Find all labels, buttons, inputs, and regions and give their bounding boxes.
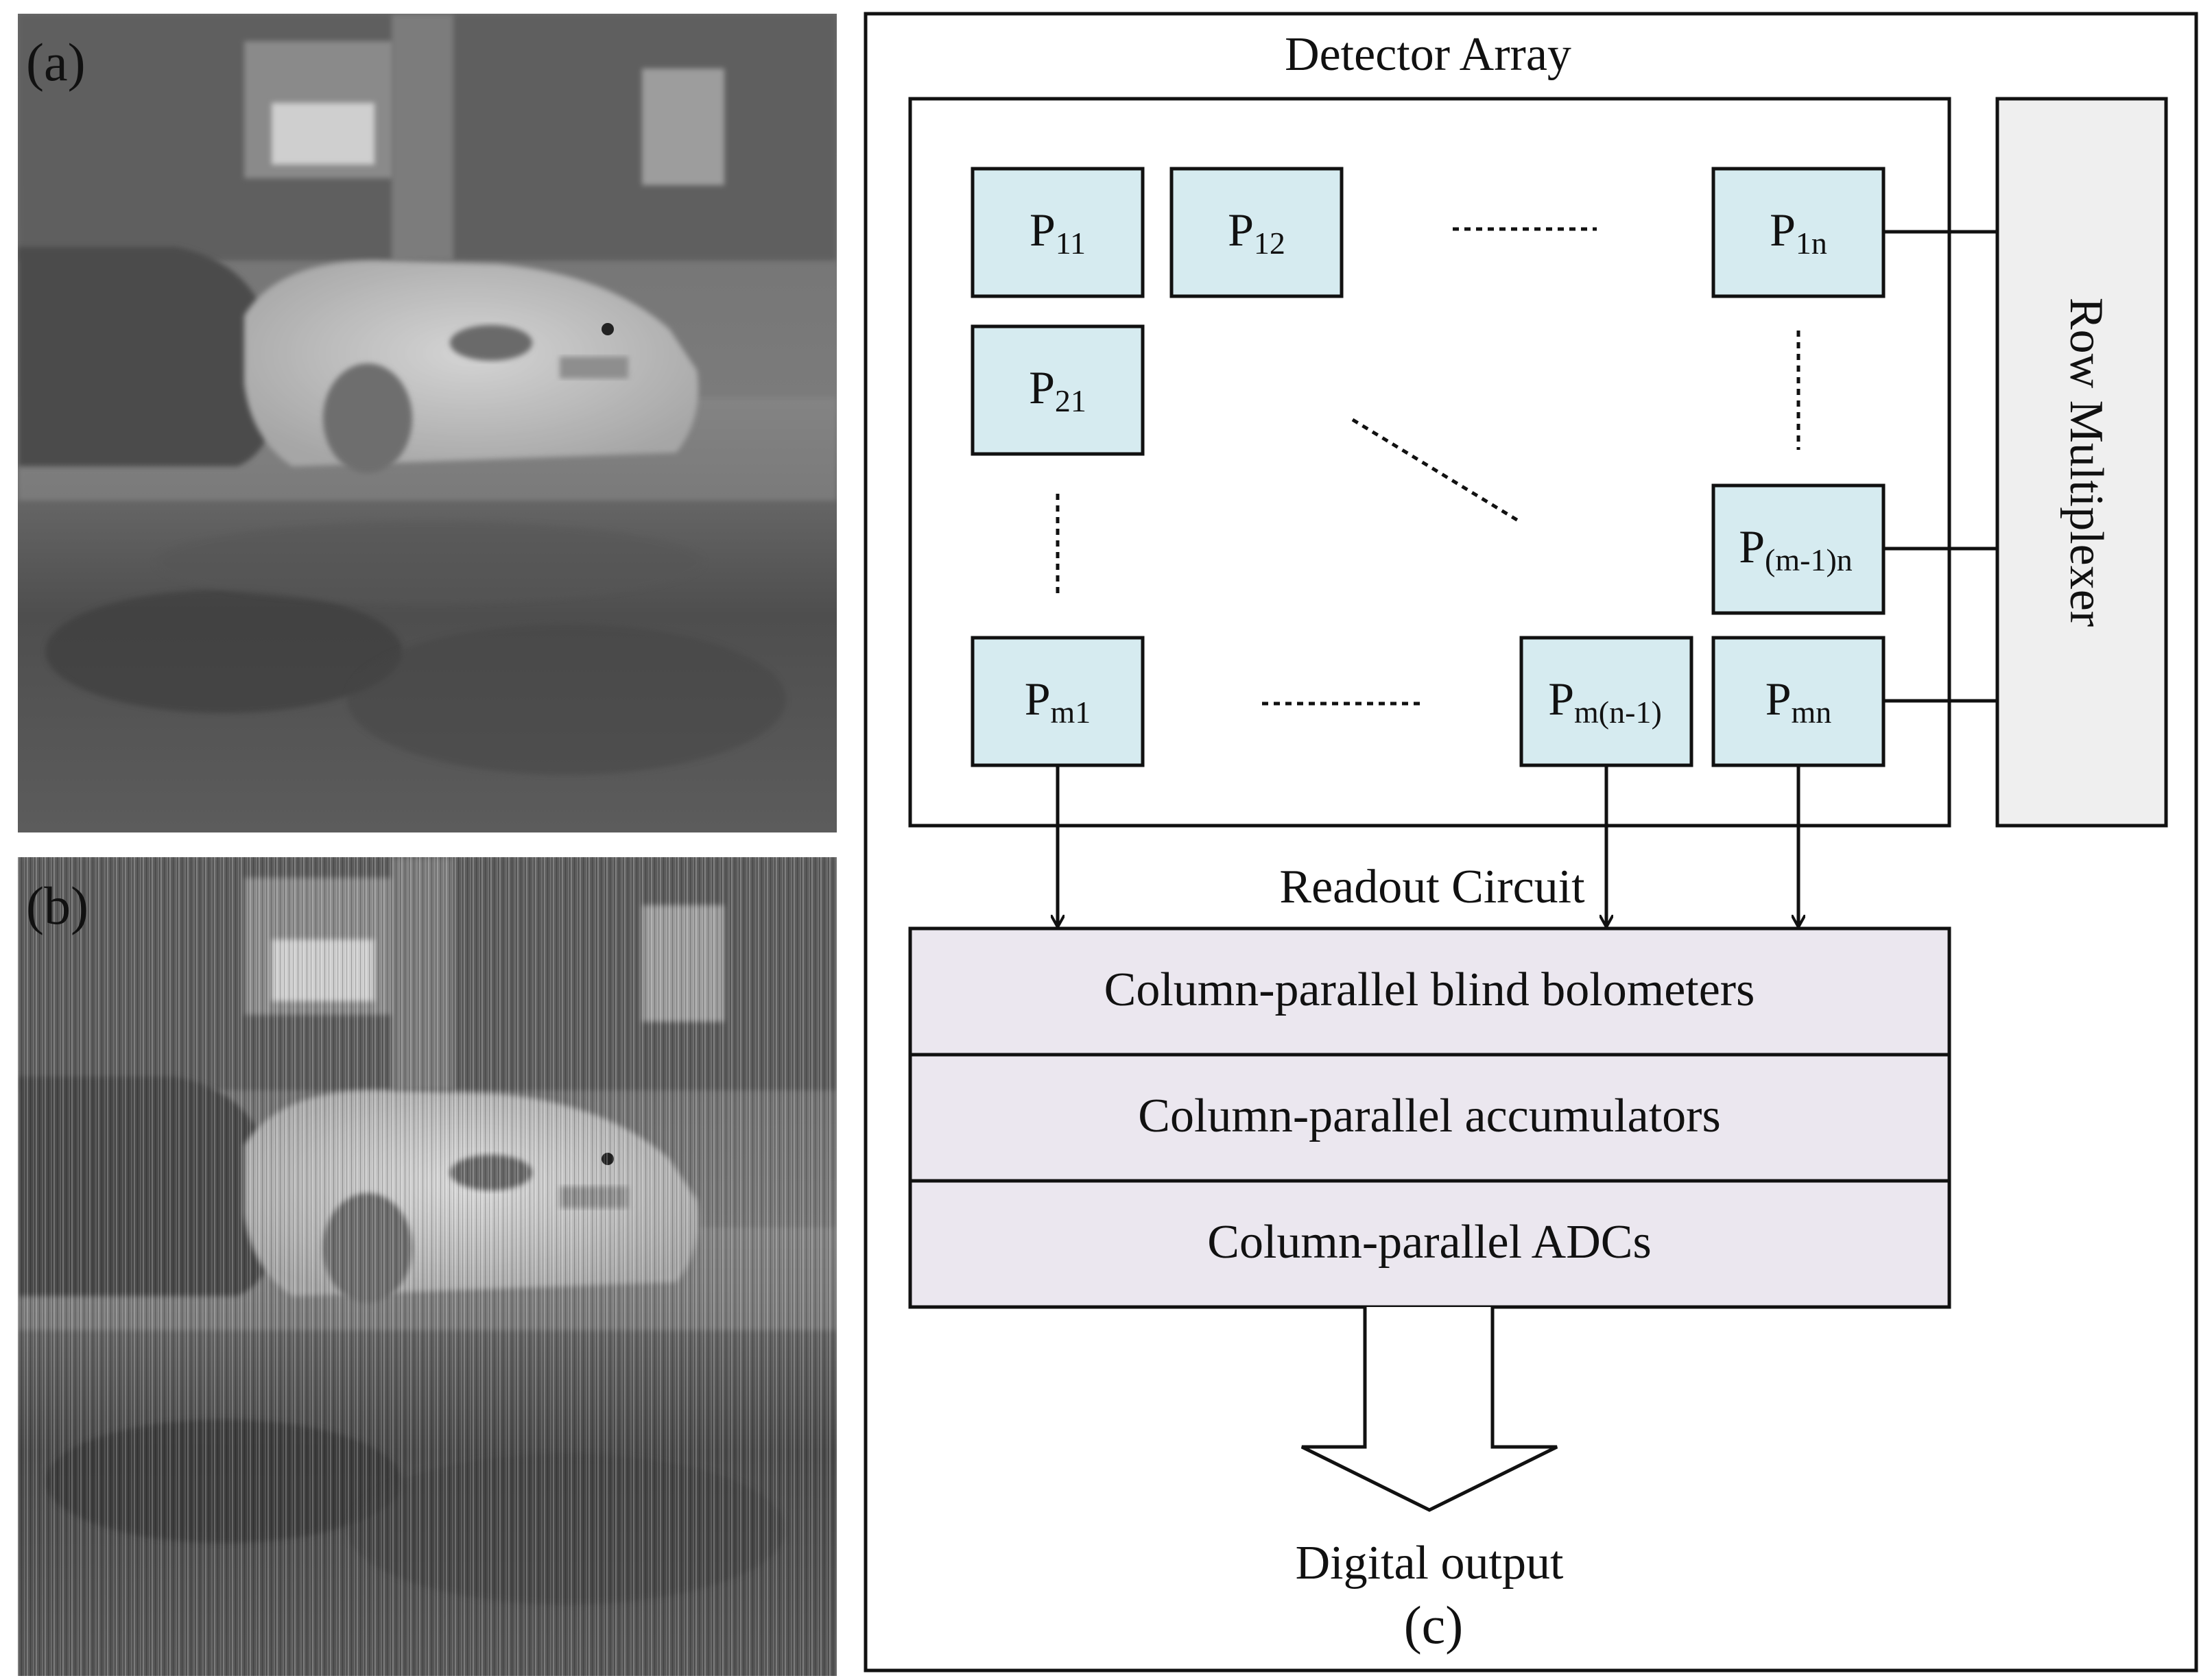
svg-text:Pmn: Pmn [1765, 673, 1832, 730]
detector-array-box [908, 97, 1951, 828]
readout-circuit-title: Readout Circuit [1279, 861, 1585, 913]
panel-label-c: (c) [1404, 1595, 1464, 1655]
svg-text:Pm1: Pm1 [1025, 673, 1091, 730]
digital-output-label: Digital output [1296, 1537, 1564, 1590]
panel-c-frame [864, 12, 2198, 1673]
pixel-pm1n: P(m-1)n [1711, 483, 1886, 615]
svg-text:P21: P21 [1029, 361, 1086, 418]
svg-text:Column-parallel ADCs: Column-parallel ADCs [1207, 1216, 1651, 1269]
svg-text:P(m-1)n: P(m-1)n [1739, 520, 1853, 577]
pixel-p12: P12 [1169, 167, 1344, 298]
svg-text:Column-parallel accumulators: Column-parallel accumulators [1138, 1090, 1720, 1142]
pixel-p21: P21 [971, 324, 1145, 456]
pixel-p1n: P1n [1711, 167, 1886, 298]
readout-row-blind-bolometers: Column-parallel blind bolometers [908, 926, 1951, 1057]
thermal-scene-b [18, 857, 837, 1676]
pixel-pmn: Pmn [1711, 636, 1886, 767]
ellipsis-diagonal [1351, 418, 1523, 525]
thermal-image-a [18, 14, 837, 832]
row-multiplexer-box [1995, 97, 2168, 828]
svg-text:P1n: P1n [1770, 204, 1827, 261]
row-multiplexer-label: Row Multiplexer [2060, 298, 2113, 627]
readout-row-accumulators: Column-parallel accumulators [908, 1053, 1951, 1183]
svg-text:Column-parallel blind bolomete: Column-parallel blind bolometers [1104, 963, 1755, 1016]
thermal-scene-a [18, 14, 837, 832]
panel-label-a: (a) [26, 32, 86, 92]
digital-output-arrow [1300, 1307, 1558, 1512]
detector-array-title: Detector Array [1285, 28, 1571, 81]
panel-label-b: (b) [26, 876, 88, 935]
svg-text:P11: P11 [1030, 204, 1086, 261]
readout-row-adcs: Column-parallel ADCs [908, 1179, 1951, 1309]
pixel-pm1: Pm1 [971, 636, 1145, 767]
svg-text:Pm(n-1): Pm(n-1) [1548, 673, 1662, 730]
svg-text:P12: P12 [1228, 204, 1285, 261]
pixel-p11: P11 [971, 167, 1145, 298]
thermal-image-b [18, 857, 837, 1676]
pixel-pmn1: Pm(n-1) [1519, 636, 1693, 767]
